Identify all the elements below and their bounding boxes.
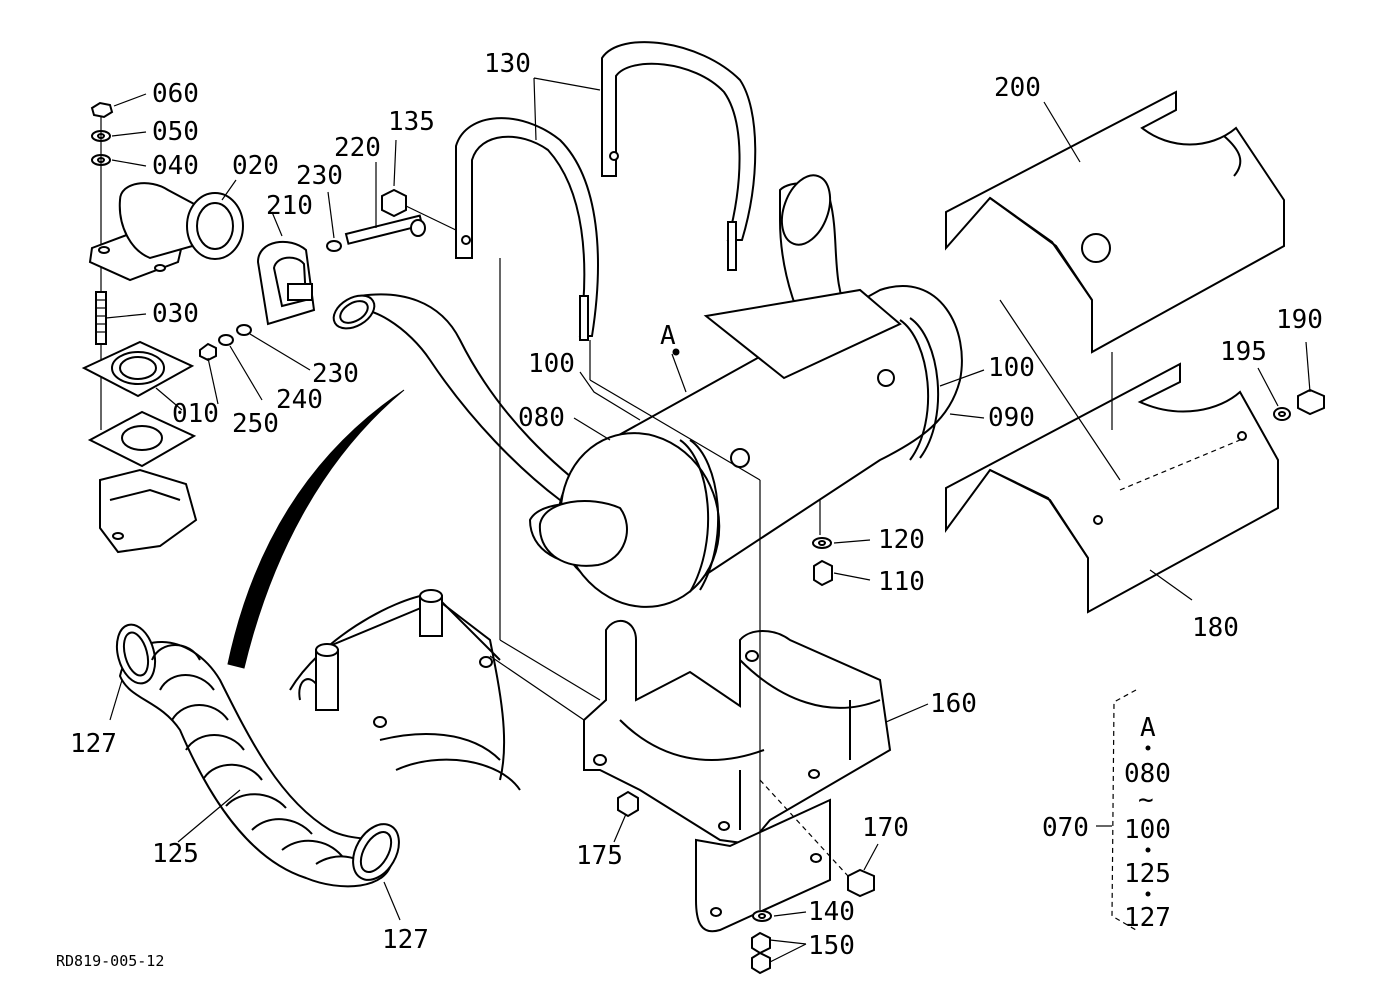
flex-hose bbox=[115, 623, 400, 888]
callout-020: 020 bbox=[232, 151, 279, 181]
legend-dot bbox=[1145, 891, 1151, 897]
leader-lines bbox=[105, 77, 1311, 963]
legend-dot bbox=[1145, 847, 1151, 853]
callout-160: 160 bbox=[930, 689, 977, 719]
legend-item-100: 100 bbox=[1124, 815, 1171, 845]
callout-030: 030 bbox=[152, 299, 199, 329]
callout-127-left: 127 bbox=[70, 729, 117, 759]
legend-item-127: 127 bbox=[1124, 903, 1171, 933]
muffler bbox=[538, 174, 963, 608]
callout-190: 190 bbox=[1276, 305, 1323, 335]
callout-200: 200 bbox=[994, 73, 1041, 103]
callout-135: 135 bbox=[388, 107, 435, 137]
callout-127-bottom: 127 bbox=[382, 925, 429, 955]
mount-fasteners bbox=[751, 537, 833, 975]
legend-range-symbol: ~ bbox=[1138, 785, 1154, 815]
callout-100-left: 100 bbox=[528, 349, 575, 379]
assembly-legend: 070 A 080 ~ 100 125 127 bbox=[1042, 689, 1171, 933]
callout-195: 195 bbox=[1220, 337, 1267, 367]
callout-150: 150 bbox=[808, 931, 855, 961]
callout-210: 210 bbox=[266, 191, 313, 221]
callout-180: 180 bbox=[1192, 613, 1239, 643]
callout-080: 080 bbox=[518, 403, 565, 433]
callout-labels: 060 050 040 020 210 230 220 135 130 200 … bbox=[70, 49, 1323, 961]
heat-shield-upper bbox=[945, 90, 1285, 354]
callout-050: 050 bbox=[152, 117, 199, 147]
callout-110: 110 bbox=[878, 567, 925, 597]
callout-230-lower: 230 bbox=[312, 359, 359, 389]
legend-item-A: A bbox=[1140, 713, 1156, 743]
callout-240: 240 bbox=[276, 385, 323, 415]
manifold-assembly bbox=[81, 101, 244, 554]
callout-090: 090 bbox=[988, 403, 1035, 433]
engine-housing bbox=[289, 589, 521, 791]
callout-060: 060 bbox=[152, 79, 199, 109]
callout-010: 010 bbox=[172, 399, 219, 429]
shield-fasteners bbox=[1273, 388, 1325, 421]
callout-070: 070 bbox=[1042, 813, 1089, 843]
legend-dot bbox=[1145, 745, 1151, 751]
point-A-marker bbox=[672, 348, 680, 356]
callout-A: A bbox=[660, 321, 676, 351]
callout-125: 125 bbox=[152, 839, 199, 869]
pipe-clamp-assembly bbox=[199, 188, 461, 362]
legend-item-125: 125 bbox=[1124, 859, 1171, 889]
callout-170: 170 bbox=[862, 813, 909, 843]
callout-175: 175 bbox=[576, 841, 623, 871]
muffler-bracket bbox=[583, 619, 892, 933]
callout-220: 220 bbox=[334, 133, 381, 163]
reference-code: RD819-005-12 bbox=[56, 952, 164, 970]
callout-130: 130 bbox=[484, 49, 531, 79]
callout-120: 120 bbox=[878, 525, 925, 555]
callout-100-right: 100 bbox=[988, 353, 1035, 383]
muffler-straps bbox=[455, 41, 757, 341]
legend-item-080: 080 bbox=[1124, 759, 1171, 789]
heat-shield-lower bbox=[945, 362, 1279, 614]
callout-250: 250 bbox=[232, 409, 279, 439]
leader-arrow bbox=[227, 389, 405, 669]
callout-040: 040 bbox=[152, 151, 199, 181]
callout-140: 140 bbox=[808, 897, 855, 927]
callout-230-upper: 230 bbox=[296, 161, 343, 191]
